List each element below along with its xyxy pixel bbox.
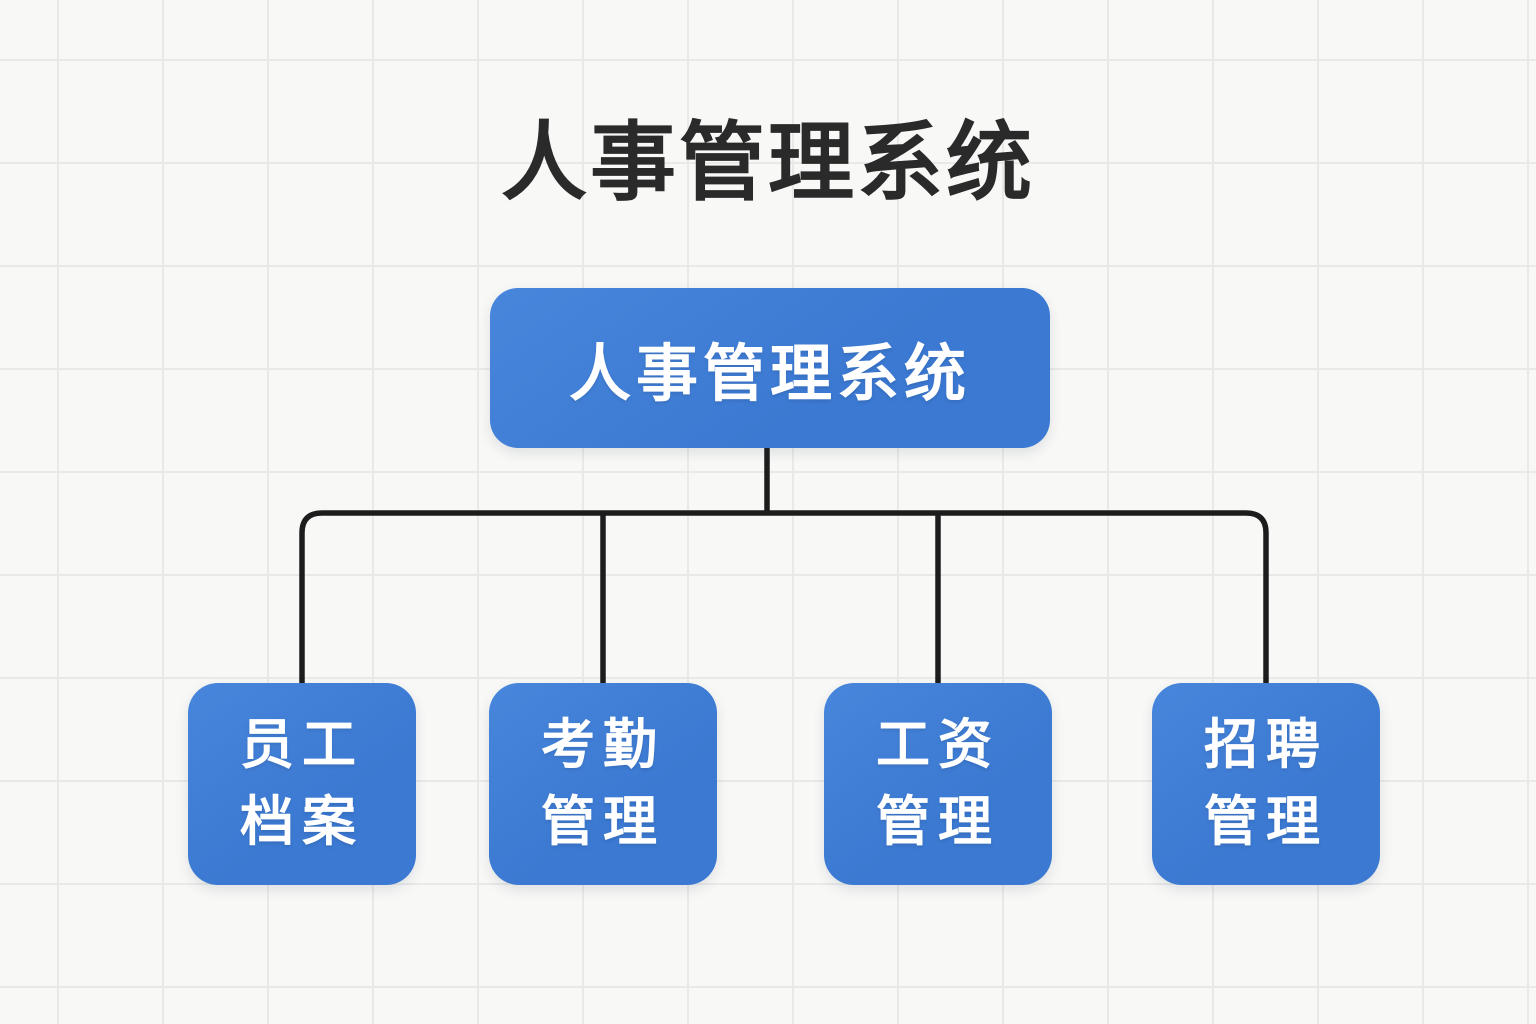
child-node-recruitment-management: 招聘 管理 xyxy=(1152,683,1380,885)
child-node-label-line: 工资 xyxy=(876,715,1000,776)
child-node-label-line: 招聘 xyxy=(1204,715,1328,776)
connector-branch-trunk xyxy=(299,510,1269,685)
child-node-attendance-management: 考勤 管理 xyxy=(489,683,717,885)
child-node-employee-files: 员工 档案 xyxy=(188,683,416,885)
child-node-label-line: 管理 xyxy=(876,792,1000,852)
child-node-label-line: 员工 xyxy=(240,715,364,776)
child-node-payroll-management: 工资 管理 xyxy=(824,683,1052,885)
child-node-label-line: 考勤 xyxy=(541,715,665,776)
page-title: 人事管理系统 xyxy=(501,115,1035,211)
root-node-hr-system: 人事管理系统 xyxy=(490,288,1050,448)
child-node-label-line: 管理 xyxy=(541,792,665,852)
child-node-label-line: 档案 xyxy=(240,792,364,852)
root-node-label: 人事管理系统 xyxy=(568,340,971,409)
child-node-label-line: 管理 xyxy=(1204,792,1328,852)
